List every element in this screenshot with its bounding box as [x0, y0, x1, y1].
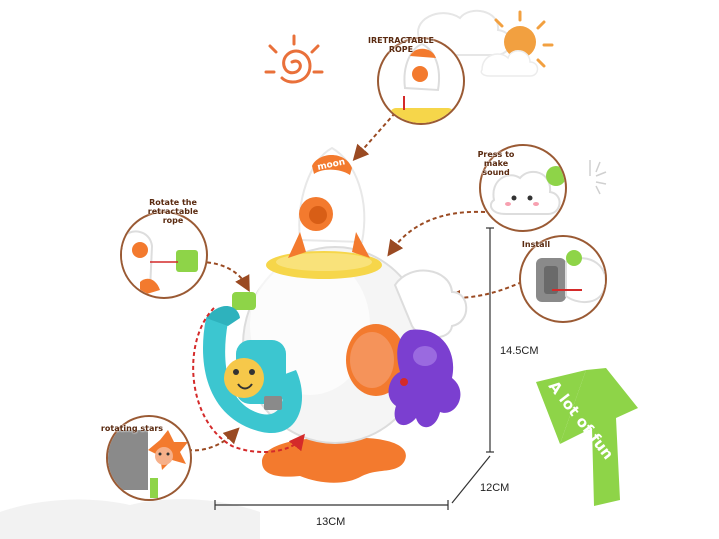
callout-rotate-rope	[120, 211, 208, 299]
sparkle-icon	[589, 160, 607, 195]
label-rotating-stars: rotating stars	[100, 424, 164, 433]
callout-retractable-rope	[377, 37, 465, 125]
rotation-arrow	[192, 307, 306, 453]
dimension-width: 13CM	[316, 516, 346, 528]
steering-wheel	[202, 305, 303, 434]
fun-badge: A lot of fun	[536, 368, 638, 506]
label-press-sound: Press to make sound	[477, 150, 515, 177]
rocket-top: moon	[288, 146, 370, 258]
label-retractable-rope: IRETRACTABLE ROPE	[368, 36, 434, 54]
dimension-lines	[214, 227, 494, 510]
label-install: Install	[521, 240, 551, 249]
toy-product: moon	[192, 146, 468, 483]
purple-octopus	[388, 329, 461, 428]
callout-install	[519, 235, 607, 323]
background-decor	[0, 9, 607, 539]
callout-rotating-stars	[106, 415, 192, 501]
dimension-height: 14.5CM	[500, 345, 539, 357]
dimension-depth: 12CM	[480, 482, 510, 494]
label-rotate-rope: Rotate the retractable rope	[147, 198, 199, 225]
callout-press-sound	[479, 144, 567, 232]
callout-arrows	[187, 112, 523, 452]
swirl-sun-icon	[264, 34, 324, 84]
sun-icon	[480, 10, 554, 77]
